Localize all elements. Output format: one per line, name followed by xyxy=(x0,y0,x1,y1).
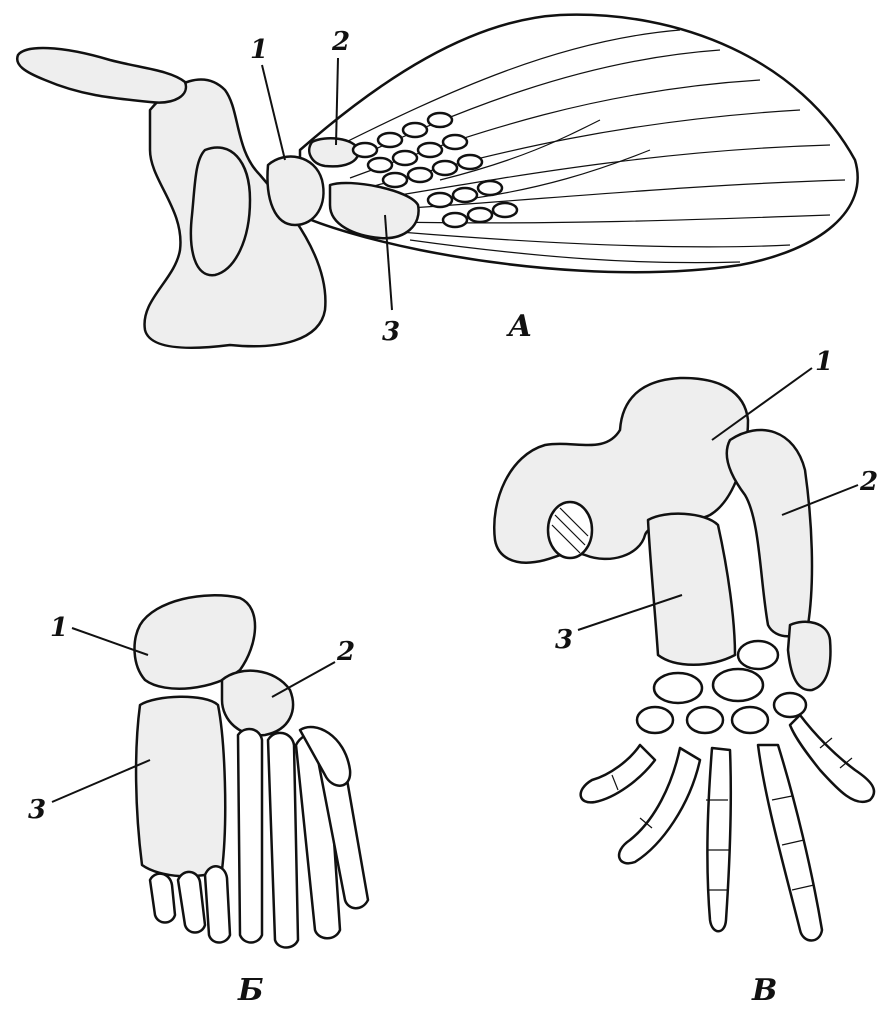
bone-c-2 xyxy=(727,430,812,636)
callout-c-1: 1 xyxy=(815,347,833,377)
callout-a-3: 3 xyxy=(382,317,400,347)
panel-b-drawing xyxy=(52,595,368,947)
basal-2 xyxy=(309,138,358,166)
panel-a-drawing xyxy=(17,15,857,348)
callout-b-1: 1 xyxy=(50,613,68,643)
callout-b-2: 2 xyxy=(336,637,355,667)
panel-label-b: Б xyxy=(237,973,264,1008)
bone-b-2 xyxy=(222,671,293,736)
basal-1 xyxy=(267,157,323,225)
callout-c-3: 3 xyxy=(555,625,573,655)
callout-c-2: 2 xyxy=(859,467,878,497)
scapula-rod xyxy=(17,48,186,103)
bone-c-3 xyxy=(648,514,735,665)
callout-b-3: 3 xyxy=(28,795,46,825)
ulnare xyxy=(788,622,830,690)
callout-a-1: 1 xyxy=(250,35,268,65)
leader-a1 xyxy=(262,65,285,160)
callout-a-2: 2 xyxy=(331,27,350,57)
panel-c-drawing xyxy=(494,368,874,941)
panel-label-c: В xyxy=(751,973,777,1008)
digits-c xyxy=(581,715,874,941)
panel-label-a: А xyxy=(506,309,532,344)
bone-b-3 xyxy=(136,697,225,877)
